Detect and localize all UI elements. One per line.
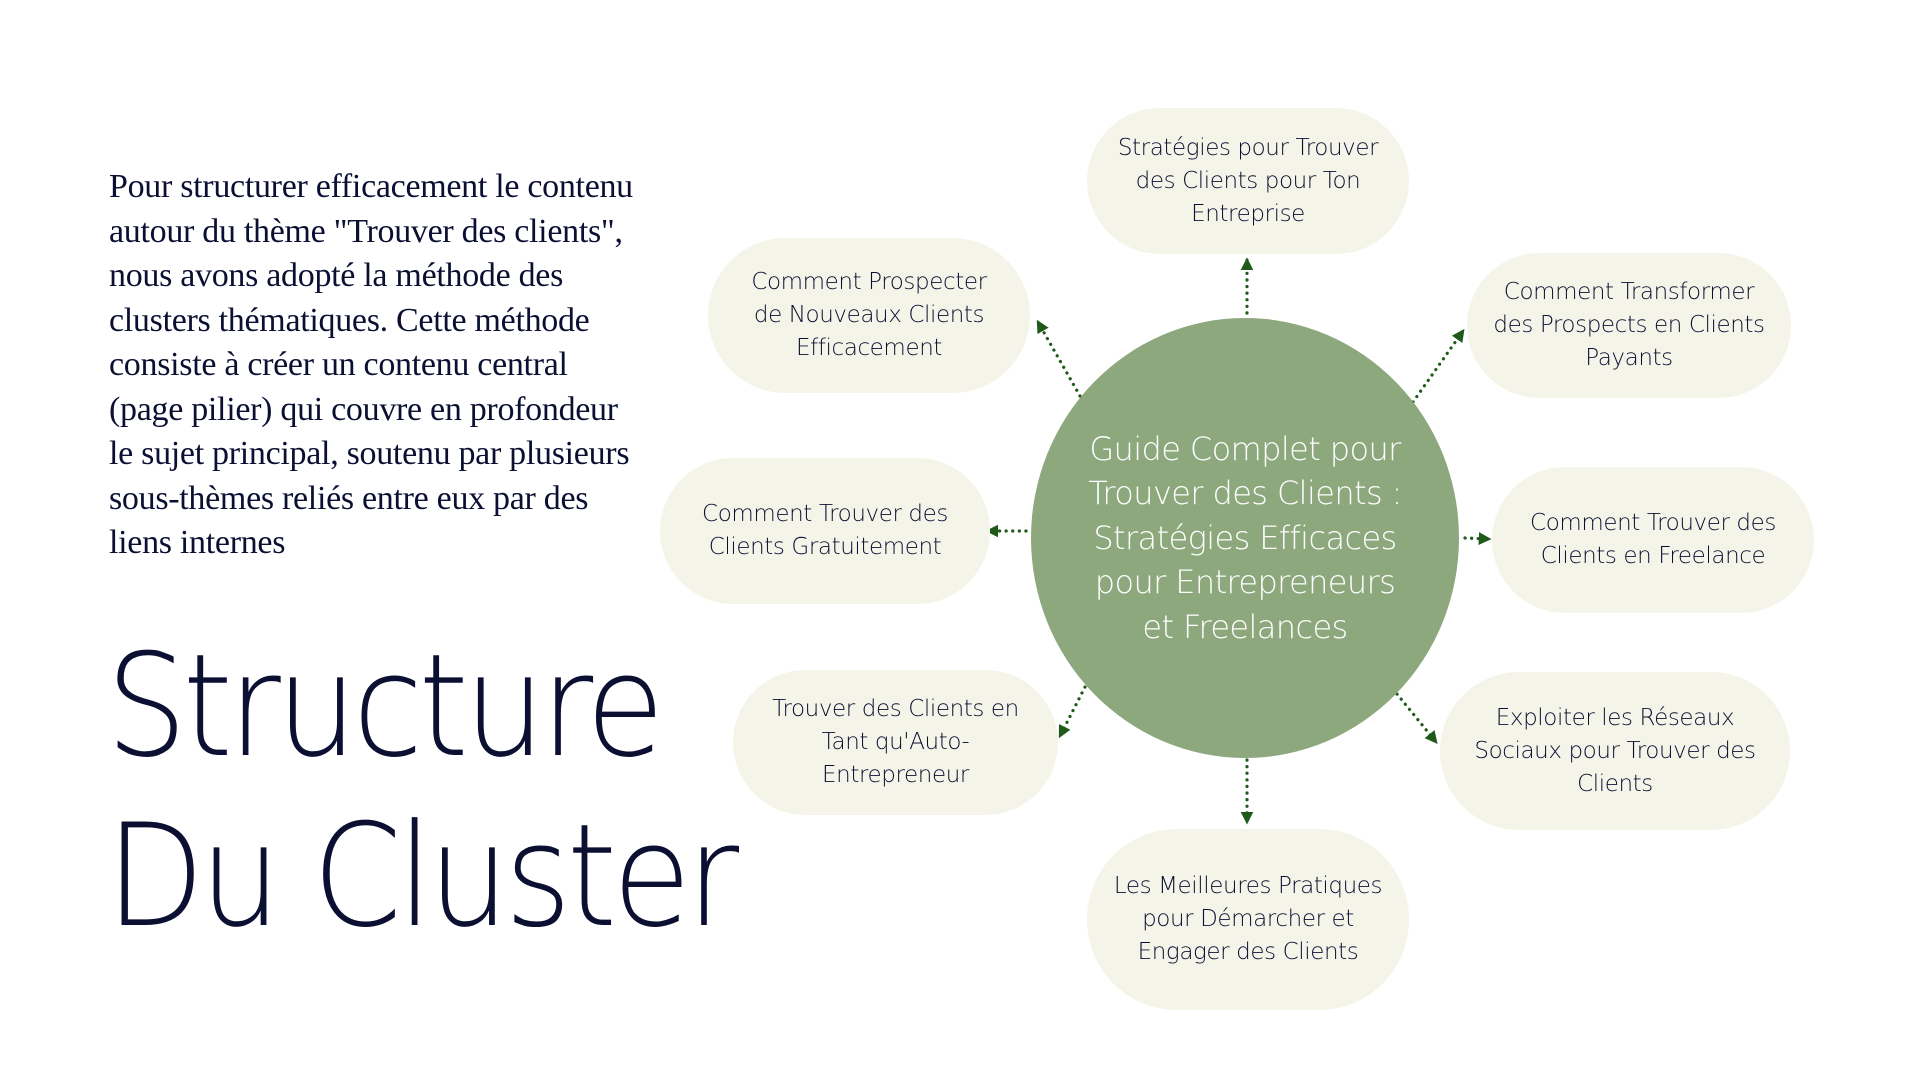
cluster-node-lower-right[interactable]: Exploiter les Réseaux Sociaux pour Trouv… — [1440, 672, 1790, 830]
cluster-node-right[interactable]: Comment Trouver des Clients en Freelance — [1492, 467, 1814, 613]
connector-upper-right — [1411, 328, 1465, 404]
cluster-node-bottom[interactable]: Les Meilleures Pratiques pour Démarcher … — [1087, 829, 1409, 1010]
page-title: Structure Du Cluster — [106, 622, 739, 962]
intro-paragraph: Pour structurer efficacement le contenu … — [109, 168, 633, 561]
connector-upper-left — [1036, 319, 1082, 398]
node-label: Comment Prospecter de Nouveaux Clients E… — [751, 269, 987, 361]
node-label: Comment Trouver des Clients en Freelance — [1530, 510, 1776, 569]
node-label: Comment Trouver des Clients Gratuitement — [702, 501, 948, 560]
node-label: Les Meilleures Pratiques pour Démarcher … — [1113, 873, 1383, 965]
node-label: Exploiter les Réseaux Sociaux pour Trouv… — [1474, 704, 1756, 797]
hub-label: Guide Complet pour Trouver des Clients :… — [1088, 429, 1402, 646]
cluster-node-upper-left[interactable]: Comment Prospecter de Nouveaux Clients E… — [708, 238, 1030, 393]
node-label: Comment Transformer des Prospects en Cli… — [1493, 279, 1765, 371]
cluster-node-lower-left[interactable]: Trouver des Clients en Tant qu'Auto-Entr… — [733, 670, 1058, 815]
connector-lower-left — [1058, 685, 1087, 739]
connector-right — [1463, 532, 1492, 545]
connector-lower-right — [1395, 692, 1438, 744]
title-line-1: Structure — [106, 624, 665, 789]
cluster-node-upper-right[interactable]: Comment Transformer des Prospects en Cli… — [1467, 253, 1791, 398]
node-label: Trouver des Clients en Tant qu'Auto-Entr… — [772, 696, 1019, 788]
pillar-page-hub[interactable]: Guide Complet pour Trouver des Clients :… — [1031, 318, 1459, 758]
cluster-node-top[interactable]: Stratégies pour Trouver des Clients pour… — [1087, 108, 1409, 254]
node-label: Stratégies pour Trouver des Clients pour… — [1117, 134, 1379, 227]
cluster-node-left[interactable]: Comment Trouver des Clients Gratuitement — [660, 458, 990, 604]
title-line-2: Du Cluster — [106, 794, 739, 959]
